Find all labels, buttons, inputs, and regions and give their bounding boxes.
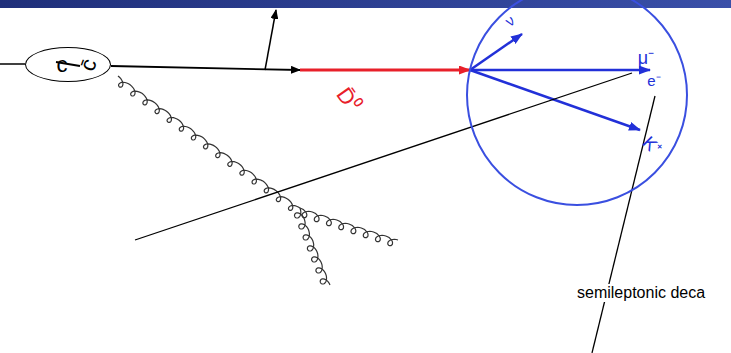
particle-label: K⁺ xyxy=(639,133,664,158)
quark-symbol: c̄ xyxy=(76,56,100,74)
gluon-branch xyxy=(300,208,398,246)
particle-label: e⁻ xyxy=(647,73,660,88)
fragment-track xyxy=(265,10,276,70)
neutrino-track xyxy=(470,34,522,70)
header-bar xyxy=(0,0,731,8)
beam-line xyxy=(0,63,25,65)
annotation-text: semileptonic deca xyxy=(575,284,707,302)
decay-circle: ν μ⁻ e⁻ K⁺ xyxy=(466,0,688,206)
meson-label: D̄⁰ xyxy=(330,82,366,119)
leader-line xyxy=(135,73,632,240)
quark-symbol: c xyxy=(57,54,68,76)
gluon-branch xyxy=(295,208,331,285)
leader-line xyxy=(592,96,655,353)
hadron-ellipse: c c̄ xyxy=(25,47,111,82)
particle-label: ν xyxy=(503,12,518,29)
gluon-line xyxy=(118,76,300,210)
charm-track xyxy=(111,66,300,70)
lepton-track xyxy=(470,69,650,72)
meson-track xyxy=(300,69,470,72)
particle-label: μ⁻ xyxy=(638,49,654,67)
